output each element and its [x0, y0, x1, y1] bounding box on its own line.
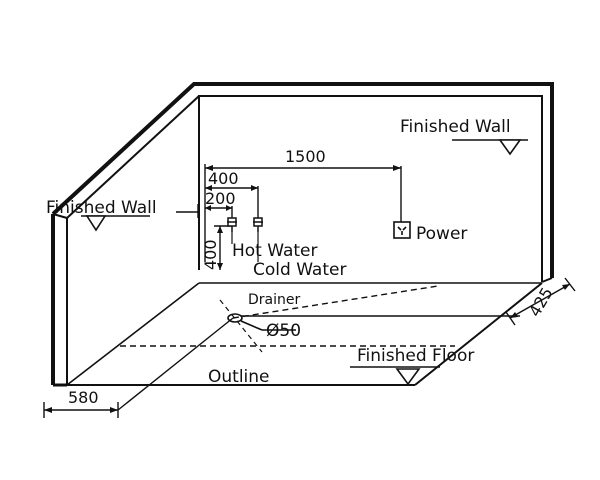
level-markers	[85, 139, 522, 386]
power-label: Power	[416, 224, 467, 244]
finished-wall-left-label: Finished Wall	[46, 198, 157, 218]
walls	[51, 82, 554, 387]
drainer-label: Drainer	[248, 292, 300, 308]
finished-floor-label: Finished Floor	[357, 346, 474, 366]
cold-water-label: Cold Water	[253, 260, 346, 280]
floor-right-edge	[414, 282, 543, 386]
dim-1500-label: 1500	[285, 147, 326, 166]
corner-edge	[66, 95, 200, 219]
water-height-arrows	[217, 226, 223, 270]
dimension-arrowheads	[205, 165, 401, 211]
finished-wall-left-marker	[85, 215, 107, 232]
back-wall-outline	[51, 82, 554, 278]
dim-425-label: 425	[525, 284, 557, 320]
hot-water-label: Hot Water	[232, 241, 318, 261]
cold-water-fitting	[253, 217, 263, 232]
dimension-580-arrows	[44, 407, 118, 413]
finished-floor-marker	[395, 368, 421, 386]
floor	[66, 282, 543, 386]
dimension-425	[505, 277, 576, 326]
back-wall-inner-edge	[198, 95, 543, 282]
drain-diameter-leader	[240, 320, 263, 331]
drain-hole	[227, 313, 243, 323]
dim-580-label: 580	[68, 388, 99, 407]
dimension-425-arrows	[510, 284, 570, 318]
drain	[227, 313, 520, 331]
floor-left-edge	[66, 282, 200, 386]
left-wall-top	[52, 213, 68, 219]
outline-label: Outline	[208, 367, 270, 387]
dim-400-label: 400	[208, 169, 239, 188]
right-wall-bottom	[541, 277, 553, 283]
drain-diameter-label: Ø50	[266, 321, 301, 341]
hot-water-fitting	[227, 217, 237, 232]
drain-guide-vertical	[219, 299, 263, 353]
power-outlet-icon	[393, 221, 411, 239]
finished-wall-right-marker	[498, 139, 522, 156]
dim-200-label: 200	[205, 189, 236, 208]
finished-wall-right-label: Finished Wall	[400, 117, 511, 137]
water-leaders	[231, 232, 259, 262]
dim-water-height-label: 400	[201, 239, 220, 270]
drain-guide-dashed	[232, 285, 439, 319]
